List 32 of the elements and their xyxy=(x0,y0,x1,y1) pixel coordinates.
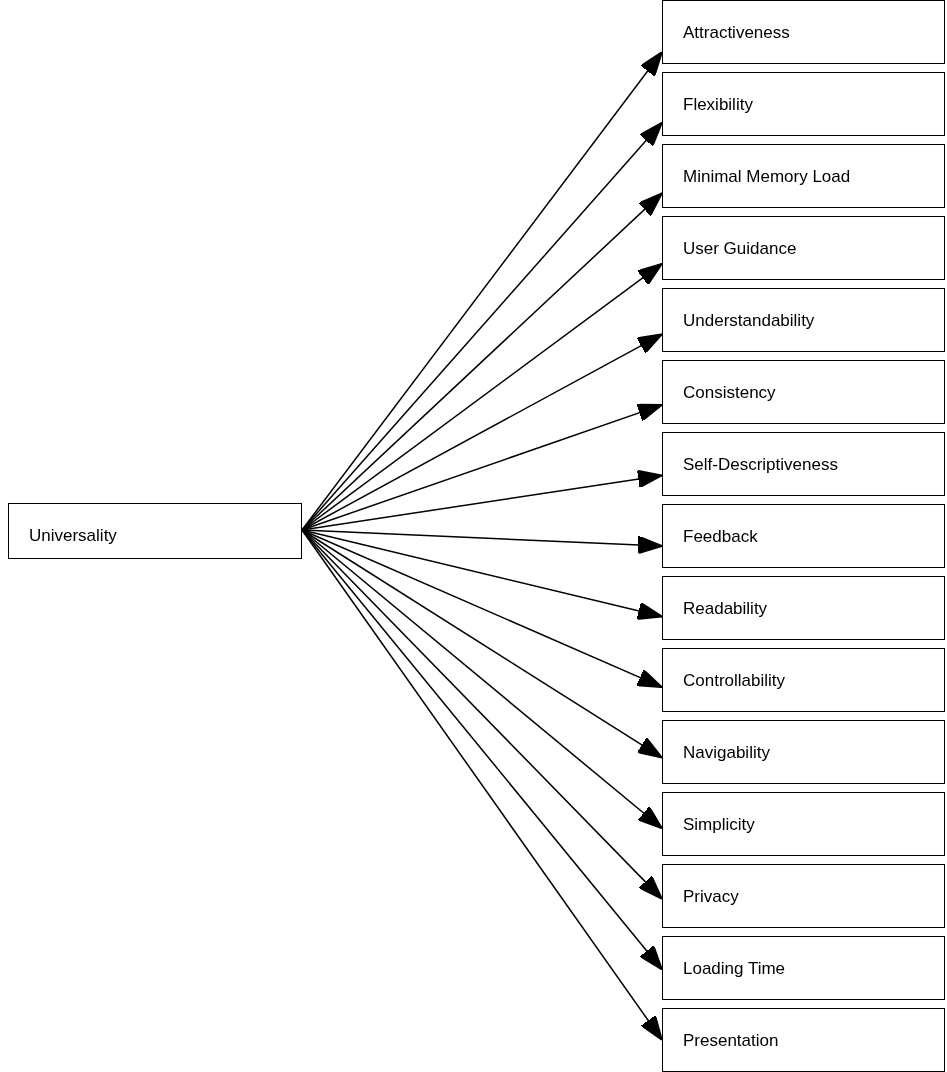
text-box xyxy=(662,360,945,424)
node-label: Flexibility xyxy=(683,95,753,115)
node-label: Readability xyxy=(683,599,768,619)
node-label: Understandability xyxy=(683,311,815,331)
node-label: Loading Time xyxy=(683,959,786,979)
text-box xyxy=(662,288,945,352)
text-box xyxy=(662,216,945,280)
text-box xyxy=(662,72,945,136)
node-label: Consistency xyxy=(683,383,776,403)
text-box xyxy=(662,432,945,496)
node-label: Navigability xyxy=(683,743,770,763)
text-box xyxy=(662,0,945,64)
text-box xyxy=(662,720,945,784)
node-label: User Guidance xyxy=(683,239,797,259)
text-box xyxy=(662,144,945,208)
node-label: Controllability xyxy=(683,671,786,691)
node-label: Universality xyxy=(29,526,117,546)
text-box xyxy=(662,936,945,1000)
text-box xyxy=(662,576,945,640)
node-label: Privacy xyxy=(683,887,739,907)
text-box xyxy=(662,864,945,928)
node-label: Presentation xyxy=(683,1031,779,1051)
text-box xyxy=(662,648,945,712)
text-box xyxy=(662,504,945,568)
node-label: Feedback xyxy=(683,527,758,547)
text-box xyxy=(8,503,302,559)
text-box xyxy=(662,792,945,856)
node-label: Self-Descriptiveness xyxy=(683,455,838,475)
text-box xyxy=(662,1008,945,1072)
node-label: Simplicity xyxy=(683,815,755,835)
node-label: Attractiveness xyxy=(683,23,790,43)
node-label: Minimal Memory Load xyxy=(683,167,851,187)
